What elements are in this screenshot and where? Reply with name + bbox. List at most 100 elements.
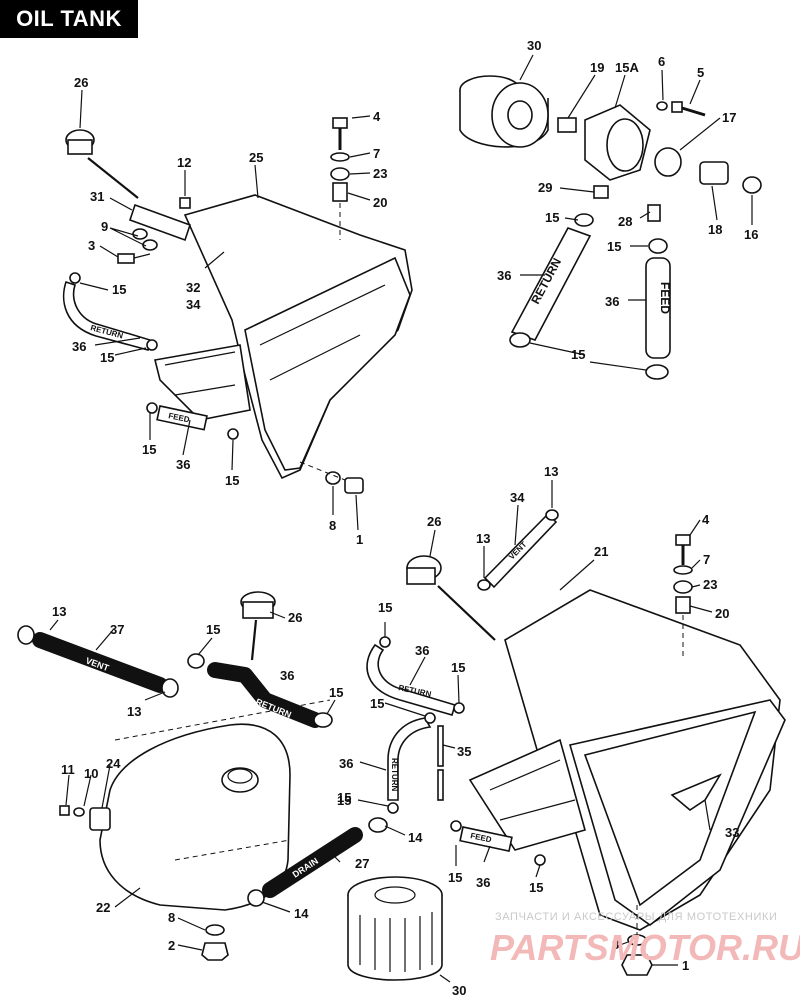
clamp-15p [313, 712, 333, 728]
callout-8: 8 [612, 937, 619, 952]
clamp-15f [509, 332, 531, 348]
callout-15: 15 [571, 347, 585, 362]
callout-36: 36 [497, 268, 511, 283]
callout-30: 30 [452, 983, 466, 998]
return-hose-top-right: RETURN [509, 213, 594, 348]
bolt-3 [117, 253, 151, 264]
callout-2: 2 [168, 938, 175, 953]
clamp-15h [645, 364, 669, 380]
bracket-31 [128, 203, 192, 242]
feed-hose-label-b: FEED [658, 282, 672, 314]
callout-34: 34 [186, 297, 201, 312]
washer-10 [73, 807, 85, 817]
callout-numbers: 26 12 25 4 7 23 20 31 9 3 15 32 34 36 15… [52, 38, 758, 998]
callout-7: 7 [703, 552, 710, 567]
callout-8: 8 [168, 910, 175, 925]
callout-13: 13 [127, 704, 141, 719]
watermark-site: PARTSMOTOR.RU [490, 927, 800, 968]
top-right-filter-assembly: RETURN FEED [459, 75, 762, 380]
strip-35b [437, 769, 444, 801]
feed-hose-label-a: FEED [168, 411, 191, 424]
callout-15: 15 [206, 622, 220, 637]
callout-11: 11 [61, 762, 75, 777]
washer-6 [656, 101, 668, 111]
leader-lines [49, 54, 753, 983]
clamp-15b [146, 339, 158, 351]
callout-14: 14 [294, 906, 309, 921]
clamp-15o [187, 653, 205, 669]
callout-15: 15 [448, 870, 462, 885]
oil-tank-side-panel-top-left [244, 256, 411, 471]
mounting-bracket-bottom-right [468, 738, 586, 851]
feed-hose-bottom-right: FEED [450, 820, 546, 866]
callout-5: 5 [697, 65, 704, 80]
callout-36: 36 [605, 294, 619, 309]
nut-12 [179, 197, 191, 209]
callout-26: 26 [74, 75, 88, 90]
drain-plug-1b [621, 954, 653, 976]
mounting-bracket-top-left [154, 344, 251, 421]
callout-13: 13 [52, 604, 66, 619]
clamp-13b [477, 579, 491, 591]
callout-7: 7 [373, 146, 380, 161]
seal-17 [654, 147, 682, 177]
callout-29: 29 [538, 180, 552, 195]
plug-18 [699, 161, 729, 185]
oil-filter-30b [347, 876, 443, 981]
callout-13: 13 [544, 464, 558, 479]
washer-9a [132, 228, 148, 240]
callout-23: 23 [703, 577, 717, 592]
return-hose-bottom-left: RETURN [187, 653, 333, 728]
callout-15A: 15A [615, 60, 639, 75]
callout-34: 34 [510, 490, 525, 505]
clamp-13c [17, 625, 35, 645]
callout-26: 26 [288, 610, 302, 625]
callout-37: 37 [110, 622, 124, 637]
callout-15: 15 [142, 442, 156, 457]
callout-12: 12 [177, 155, 191, 170]
fitting-28 [647, 204, 661, 222]
watermark-tagline: ЗАПЧАСТИ И АКСЕССУАРЫ ДЛЯ МОТОТЕХНИКИ [495, 911, 777, 923]
callout-15: 15 [529, 880, 543, 895]
callout-18: 18 [708, 222, 722, 237]
callout-15: 15 [545, 210, 559, 225]
callout-14: 14 [408, 830, 423, 845]
callout-15: 15 [225, 473, 239, 488]
dipstick-top-left [65, 129, 139, 199]
bolt-stack-bottom-right [673, 534, 693, 660]
clamp-15g [648, 238, 668, 254]
vent-hose-37: VENT [17, 625, 179, 698]
callout-4: 4 [702, 512, 710, 527]
callout-36: 36 [476, 875, 490, 890]
dipstick-bottom-right [406, 555, 496, 641]
callout-4: 4 [373, 109, 381, 124]
fitting-19 [557, 117, 577, 133]
callout-15: 15 [100, 350, 114, 365]
bolt-5 [671, 101, 706, 117]
callout-22: 22 [96, 900, 110, 915]
clamp-13a [545, 509, 559, 521]
callout-32: 32 [186, 280, 200, 295]
callout-15: 15 [607, 239, 621, 254]
clamp-13d [161, 678, 179, 698]
callout-33: 33 [725, 825, 739, 840]
washer-8a [325, 471, 341, 485]
oil-filter-30a [459, 75, 549, 148]
drain-plug-2 [201, 942, 229, 961]
callout-15: 15 [337, 793, 351, 808]
clamp-15n [534, 854, 546, 866]
callout-23: 23 [373, 166, 387, 181]
top-left-oil-tank-assembly: RETURN FEED [62, 117, 413, 494]
callout-27: 27 [355, 856, 369, 871]
nut-11 [59, 805, 70, 816]
vent-hose-bottom-right: VENT [477, 509, 559, 591]
callout-15: 15 [337, 790, 351, 805]
callout-6: 6 [658, 54, 665, 69]
callout-15: 15 [451, 660, 465, 675]
callout-13: 13 [476, 531, 490, 546]
return-hose-label-d: RETURN [390, 758, 399, 792]
callout-1: 1 [682, 958, 689, 973]
callout-1: 1 [356, 532, 363, 547]
